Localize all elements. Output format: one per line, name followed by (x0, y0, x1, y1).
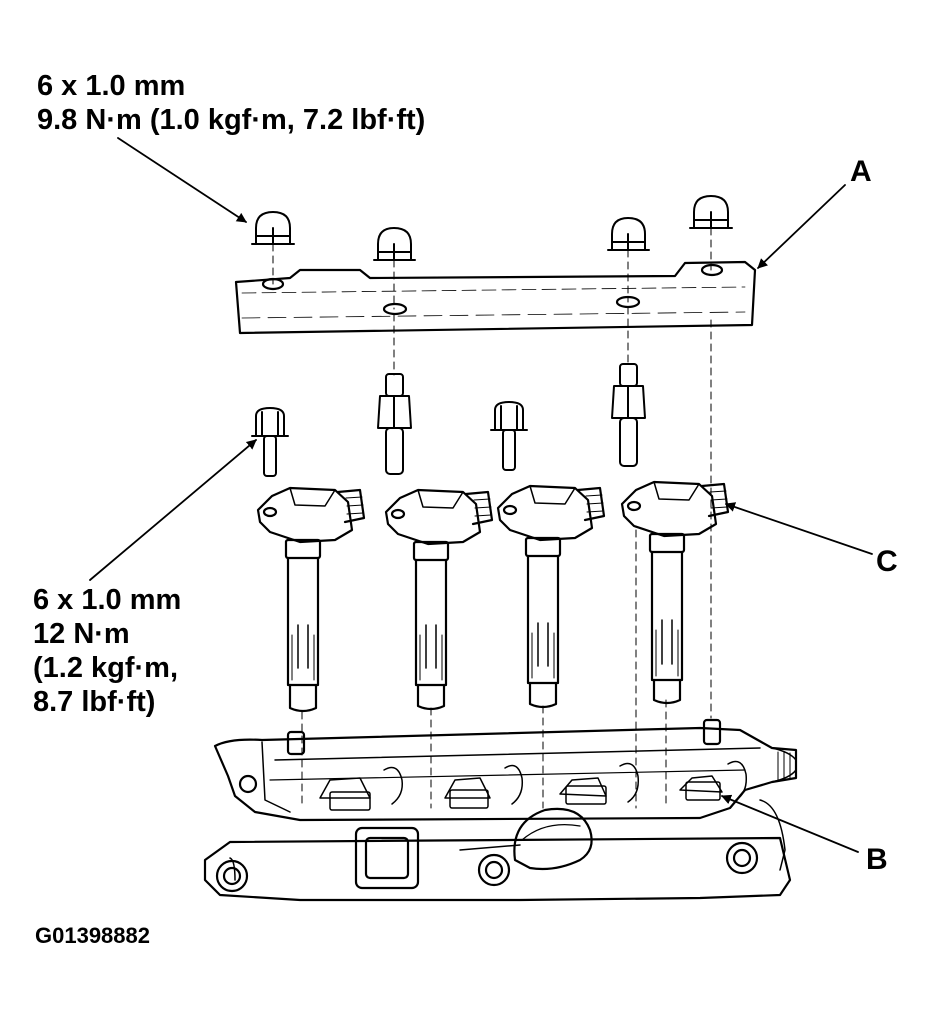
flange-nut (251, 211, 295, 245)
top-bolt-torque: 9.8 N·m (1.0 kgf·m, 7.2 lbf·ft) (37, 104, 426, 136)
top-bolt-size: 6 x 1.0 mm (37, 70, 186, 102)
callout-b: B (866, 843, 888, 876)
coil-bolt (490, 401, 528, 471)
coil-bolt-torque: 12 N·m (33, 618, 130, 650)
intake-manifold (203, 799, 792, 902)
flange-nut (607, 217, 650, 251)
coil-bolt-torque-lbf: 8.7 lbf·ft) (33, 686, 156, 718)
stud-bolt (611, 363, 646, 467)
leader-arrows (89, 137, 873, 853)
ignition-coil (496, 484, 606, 709)
flange-nut (373, 227, 416, 261)
callout-a: A (850, 155, 872, 188)
coil-bolt (251, 407, 289, 477)
cylinder-head (213, 718, 798, 822)
cover-bracket-a (234, 260, 757, 335)
ignition-coil (384, 488, 494, 711)
coil-bolt-size: 6 x 1.0 mm (33, 584, 182, 616)
ignition-coil (256, 486, 366, 713)
stud-bolt (377, 373, 412, 475)
coil-bolt-torque-kgf: (1.2 kgf·m, (33, 652, 179, 684)
flange-nut (689, 195, 733, 229)
ignition-coil (620, 480, 730, 705)
alignment-lines (272, 227, 712, 809)
callout-c: C (876, 545, 898, 578)
figure-code: G01398882 (35, 923, 150, 948)
